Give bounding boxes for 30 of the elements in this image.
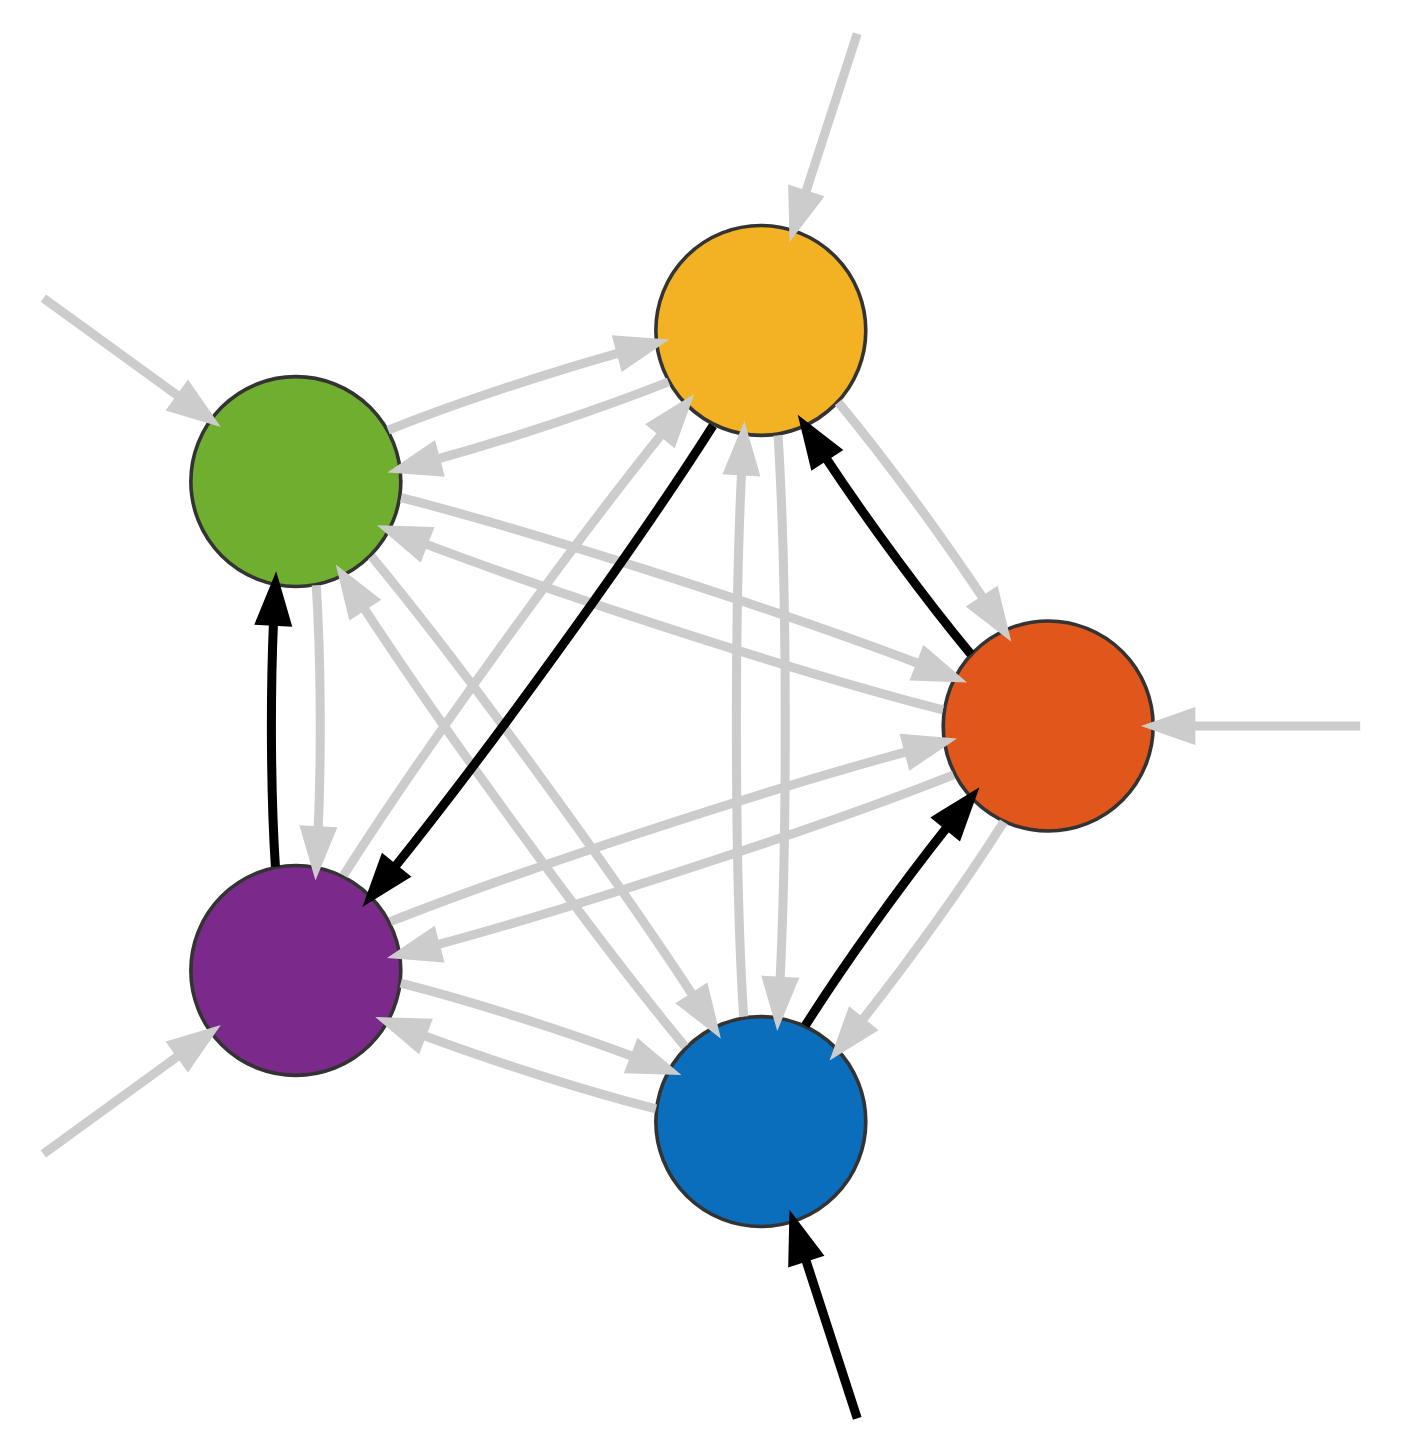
arrow [298, 584, 337, 881]
arrow [787, 1209, 861, 1420]
arrow [828, 819, 1007, 1061]
arrow [361, 423, 716, 907]
arrow [386, 377, 670, 477]
arrow [385, 335, 669, 435]
arrow [1140, 706, 1360, 746]
node-circle [653, 1014, 867, 1229]
arrow [787, 32, 861, 243]
arrow [253, 571, 292, 867]
arrow [398, 978, 681, 1076]
arrow [39, 1025, 220, 1158]
arrow [367, 553, 720, 1039]
node-circle [188, 863, 402, 1078]
arrow [387, 733, 956, 926]
node-circle [188, 374, 402, 589]
arrow [338, 394, 694, 878]
arrow [760, 435, 799, 1031]
node-circle [653, 223, 867, 438]
arrow [39, 294, 220, 427]
arrow [833, 399, 1011, 642]
arrow [796, 414, 974, 657]
arrow [374, 1016, 657, 1114]
arrow [398, 493, 967, 683]
arrow [375, 525, 944, 715]
arrow [386, 770, 955, 963]
arrow [721, 421, 760, 1017]
node-circle [940, 619, 1154, 833]
arrow [334, 564, 688, 1050]
arrow [800, 787, 979, 1029]
